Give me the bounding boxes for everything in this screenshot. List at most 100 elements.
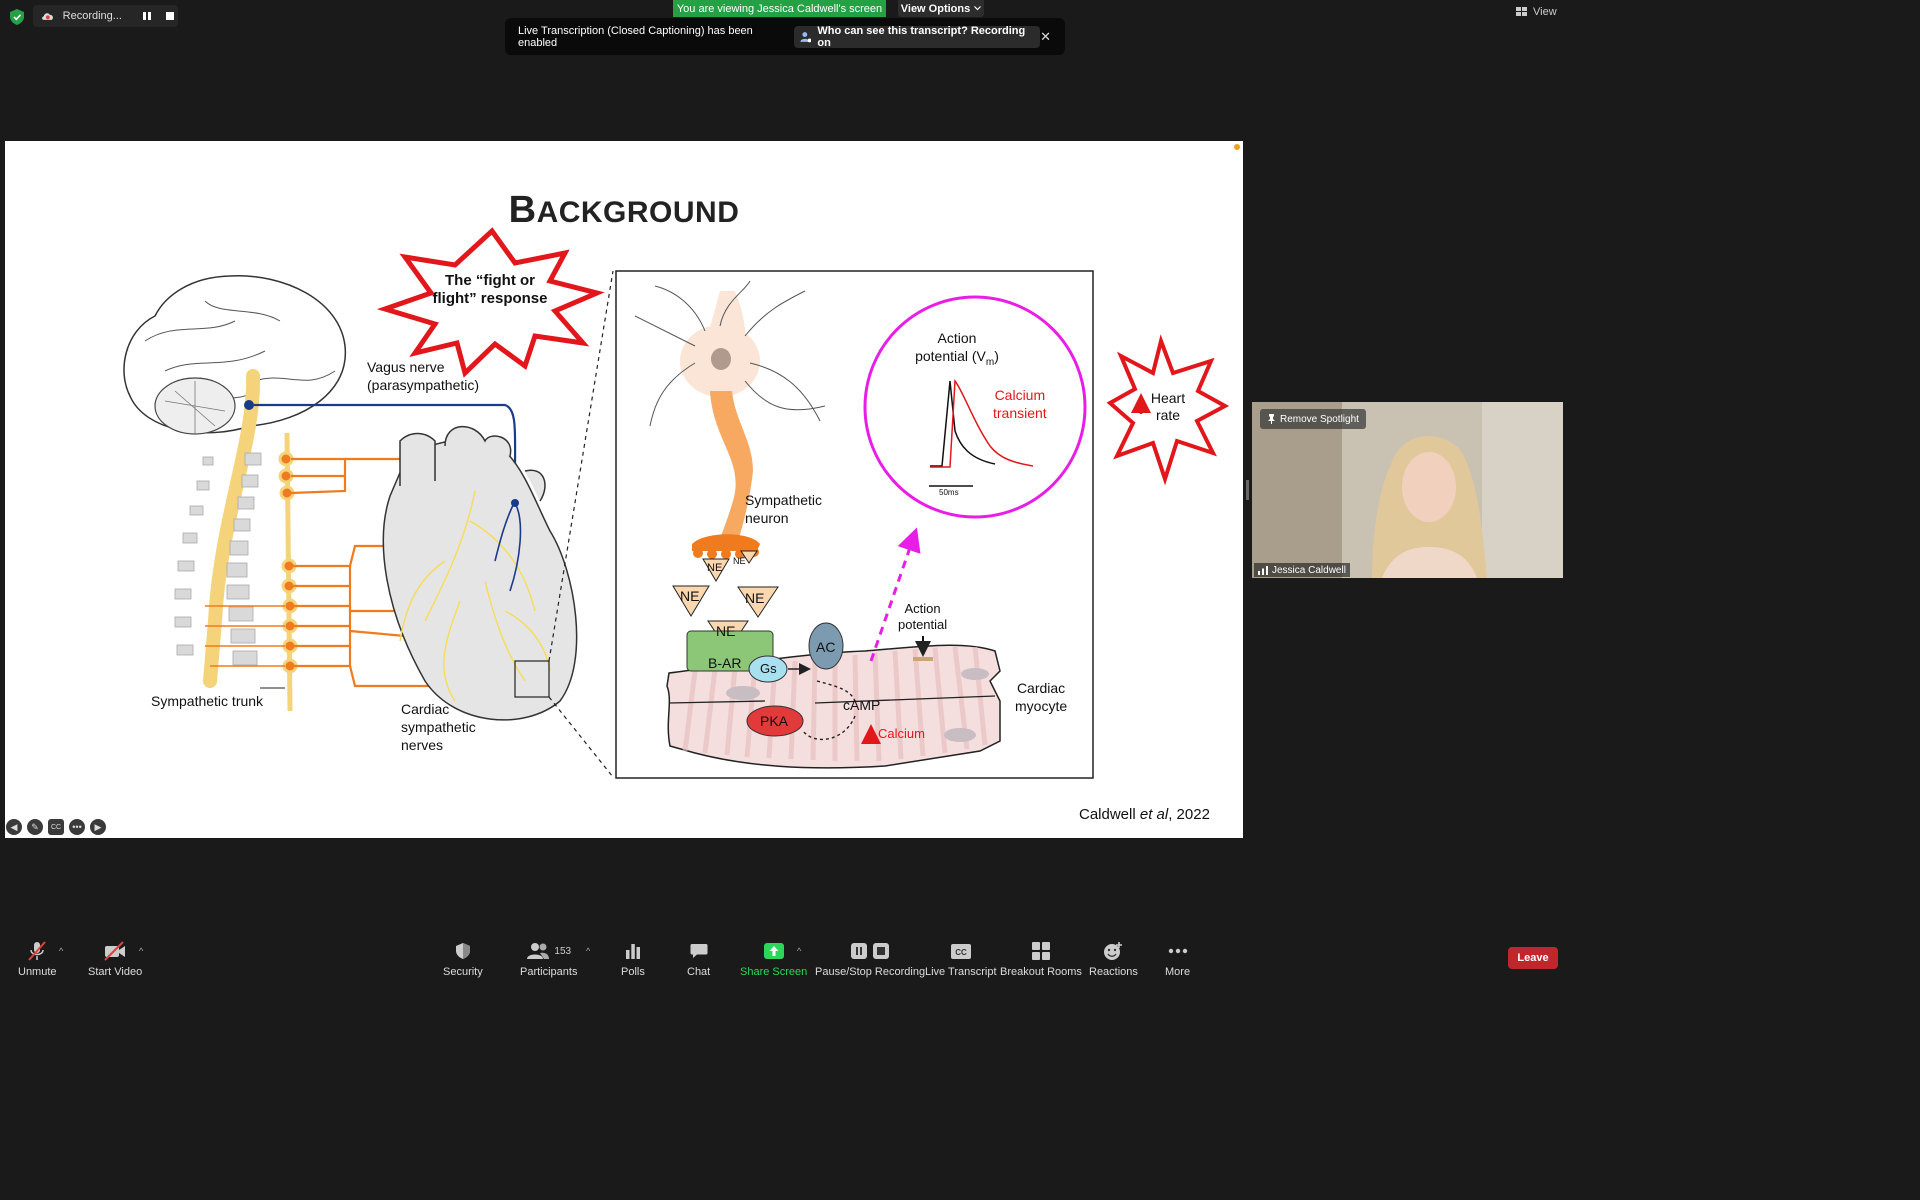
brain-illustration [123,275,347,435]
recording-label: Recording... [62,10,122,22]
share-screen-label: Share Screen [740,966,808,978]
share-screen-button[interactable]: Share Screen [740,940,807,978]
b-ar-receptor [686,630,774,672]
camp-label: cAMP [843,697,881,713]
ne-label-right: NE [745,590,765,606]
live-transcript-button[interactable]: CC Live Transcript [925,940,997,978]
close-banner-button[interactable]: ✕ [1040,28,1051,44]
ne-label-receptor: NE [716,623,736,639]
participants-button[interactable]: 153 Participants [520,940,577,978]
ne-label-tiny: NE [733,556,746,566]
action-potential-trace [930,380,996,467]
pause-icon [142,12,151,20]
muted-microphone-icon [28,941,47,961]
reactions-label: Reactions [1089,966,1138,978]
participants-caret-icon[interactable]: ^ [586,946,591,956]
sympathetic-ganglia [278,451,298,674]
view-button[interactable]: View [1516,6,1557,18]
video-options-caret-icon[interactable]: ^ [139,946,144,956]
unmute-label: Unmute [18,966,57,978]
pka-enzyme [746,705,804,737]
pause-stop-recording-label: Pause/Stop Recording [815,966,926,978]
stop-recording-button[interactable] [162,8,178,24]
slide-controls: ◀ ✎ CC ••• ▶ [6,819,106,835]
view-options-button[interactable]: View Options [898,0,984,17]
remove-spotlight-button[interactable]: Remove Spotlight [1260,409,1366,429]
polls-label: Polls [621,966,645,978]
reactions-button[interactable]: Reactions [1089,940,1138,978]
participants-label: Participants [520,966,578,978]
panel-resize-handle[interactable] [1246,480,1249,500]
view-label: View [1533,6,1557,18]
recording-indicator: Recording... [33,5,178,27]
who-can-see-label: Who can see this transcript? Recording o… [817,24,1026,49]
more-button[interactable]: More [1165,940,1190,978]
action-potential-label: Action potential [898,601,948,632]
ac-enzyme [808,622,844,670]
participant-video-tile[interactable] [1252,402,1563,578]
person-info-icon [800,31,812,42]
myocyte-illustration [666,644,1001,769]
sympathetic-neuron-label: Sympathetic neuron [745,492,823,526]
start-video-button[interactable]: Start Video [88,940,142,978]
closed-caption-icon: CC [950,943,971,959]
breakout-rooms-button[interactable]: Breakout Rooms [1000,940,1082,978]
calcium-transient-trace [930,379,1034,468]
participants-icon [527,943,550,959]
shared-screen-slide: BACKGROUND [5,141,1243,838]
ne-label-left: NE [680,588,700,604]
fight-flight-label: The “fight or flight” response [432,272,548,307]
polls-button[interactable]: Polls [621,940,645,978]
share-screen-icon [763,943,784,959]
transcript-notification: Live Transcription (Closed Captioning) h… [505,18,1065,55]
signal-strength-icon [1258,565,1268,575]
share-options-caret-icon[interactable]: ^ [797,946,802,956]
cardiac-nerves-label: Cardiac sympathetic nerves [401,701,476,753]
pause-recording-button[interactable] [139,8,155,24]
participant-name-tag: Jessica Caldwell [1254,563,1350,577]
remove-spotlight-label: Remove Spotlight [1280,413,1359,425]
vertebrae [174,452,262,666]
pen-tool-icon[interactable]: ✎ [27,819,43,835]
more-options-icon[interactable]: ••• [69,819,85,835]
pka-label: PKA [760,713,789,729]
sympathetic-trunk-label: Sympathetic trunk [151,693,264,709]
start-video-label: Start Video [88,966,143,978]
chat-icon [690,944,708,958]
ne-label-small: NE [707,562,723,574]
fight-flight-starburst [376,227,605,378]
slide-title: BACKGROUND [508,189,740,231]
encryption-shield-icon[interactable] [10,9,24,25]
participant-name: Jessica Caldwell [1272,564,1346,576]
ac-label: AC [816,639,836,655]
b-ar-label: B-AR [708,655,742,671]
cardiac-myocyte-label: Cardiac myocyte [1015,680,1068,714]
leave-button[interactable]: Leave [1508,947,1558,969]
video-off-icon [104,941,126,961]
anatomy-diagram [123,227,1230,779]
breakout-rooms-icon [1031,942,1050,960]
unmute-button[interactable]: Unmute [18,940,57,978]
chat-button[interactable]: Chat [687,940,710,978]
previous-slide-icon[interactable]: ◀ [6,819,22,835]
svg-text:CC: CC [955,948,967,957]
next-slide-icon[interactable]: ▶ [90,819,106,835]
stop-icon [166,12,175,20]
captions-icon[interactable]: CC [48,819,64,835]
security-label: Security [443,966,483,978]
grid-view-icon [1516,7,1527,16]
annotation-dot [1234,144,1240,150]
trace-circle [863,295,1087,519]
pause-stop-recording-button[interactable]: Pause/Stop Recording [815,940,925,978]
scale-bar-label: 50ms [939,488,959,497]
audio-options-caret-icon[interactable]: ^ [59,946,64,956]
more-dots-icon [1168,948,1187,954]
pin-icon [1268,414,1275,424]
more-label: More [1165,966,1191,978]
security-shield-icon [455,943,470,959]
cloud-recording-icon [42,13,53,20]
who-can-see-transcript-button[interactable]: Who can see this transcript? Recording o… [793,24,1041,49]
vagus-nerve-label: Vagus nerve (parasympathetic) [367,359,480,393]
calcium-label: Calcium [878,726,925,741]
security-button[interactable]: Security [443,940,483,978]
